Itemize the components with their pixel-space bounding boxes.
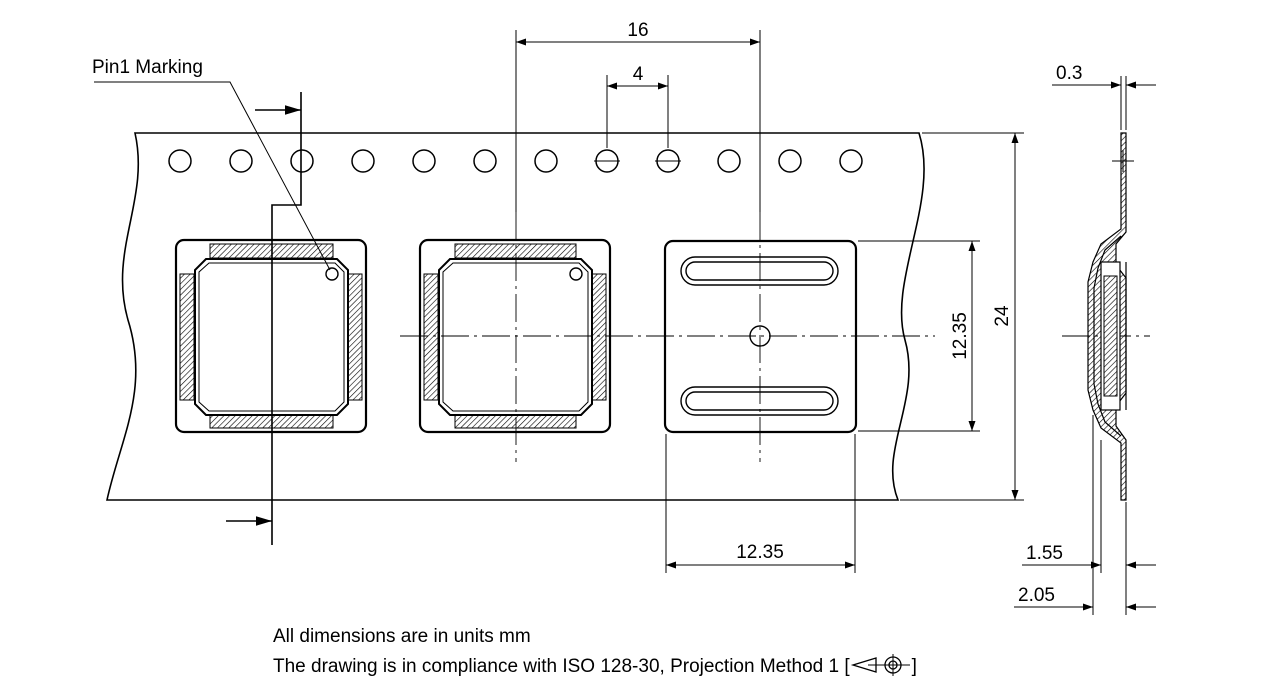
side-view: [1087, 132, 1134, 501]
dim-12-35-horizontal-label: 12.35: [736, 542, 784, 563]
units-note: All dimensions are in units mm: [273, 626, 531, 647]
sprocket-holes: [168, 149, 863, 173]
dim-24-label: 24: [992, 305, 1013, 327]
pin1-leader: [94, 81, 331, 271]
carrier-tape-outline: [106, 132, 925, 501]
empty-pocket: [663, 239, 858, 434]
pin1-marking-label: Pin1 Marking: [92, 57, 203, 78]
dim-12-35-vertical: [858, 240, 980, 432]
section-cut-line: [226, 92, 302, 545]
dim-12-35-vertical-label: 12.35: [950, 312, 971, 360]
component-1: [174, 238, 368, 434]
dim-0-3-label: 0.3: [1056, 63, 1082, 84]
dim-1-55-label: 1.55: [1026, 543, 1063, 564]
dim-16: [515, 30, 761, 212]
standard-note: The drawing is in compliance with ISO 12…: [273, 654, 917, 678]
dim-0-3: [1052, 76, 1156, 130]
standard-note-suffix: ]: [911, 656, 917, 677]
dim-4-label: 4: [633, 64, 644, 85]
dim-2-05-label: 2.05: [1018, 585, 1055, 606]
dim-16-label: 16: [627, 20, 648, 41]
pin1-dot-2: [569, 267, 583, 281]
pin1-dot: [325, 267, 339, 281]
center-lines: [400, 212, 1150, 462]
dim-1-55: [1022, 440, 1156, 573]
projection-method-icon: [850, 654, 910, 676]
dim-4: [606, 75, 669, 148]
dim-12-35-horizontal: [665, 434, 856, 573]
standard-note-prefix: The drawing is in compliance with ISO 12…: [273, 656, 850, 677]
dim-2-05: [1014, 415, 1156, 615]
dim-24: [900, 132, 1024, 501]
